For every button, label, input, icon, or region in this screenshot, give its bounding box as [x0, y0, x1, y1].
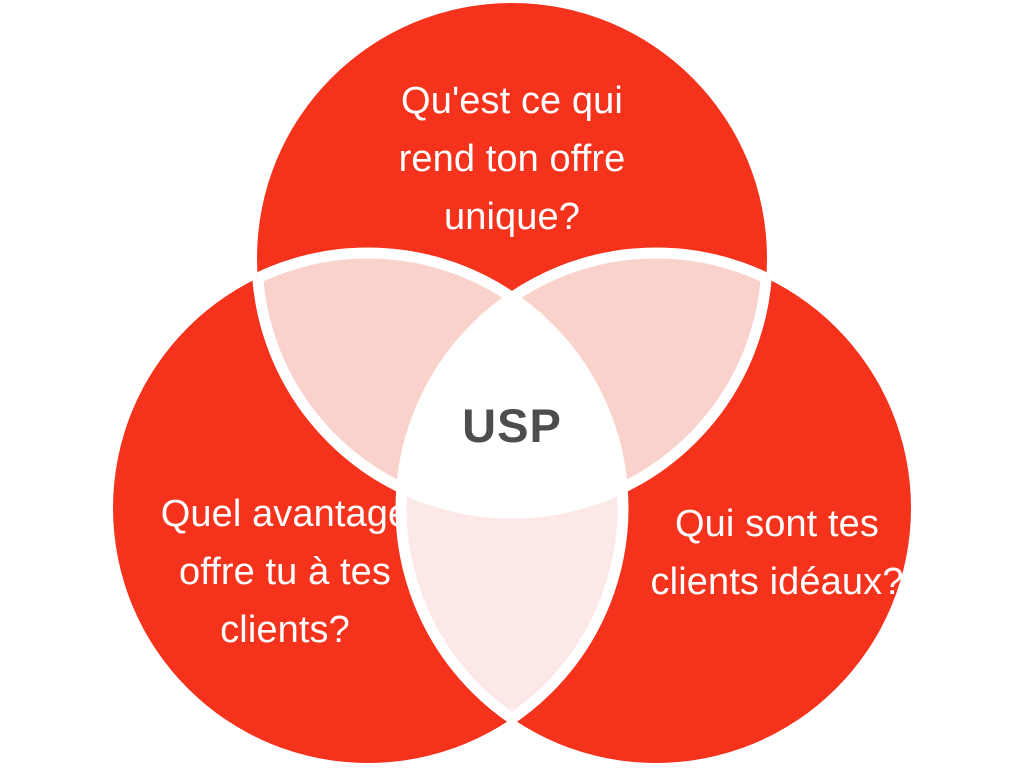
separator-arc-left-in-right [401, 253, 629, 763]
separator-arc-right-in-left [395, 253, 623, 763]
